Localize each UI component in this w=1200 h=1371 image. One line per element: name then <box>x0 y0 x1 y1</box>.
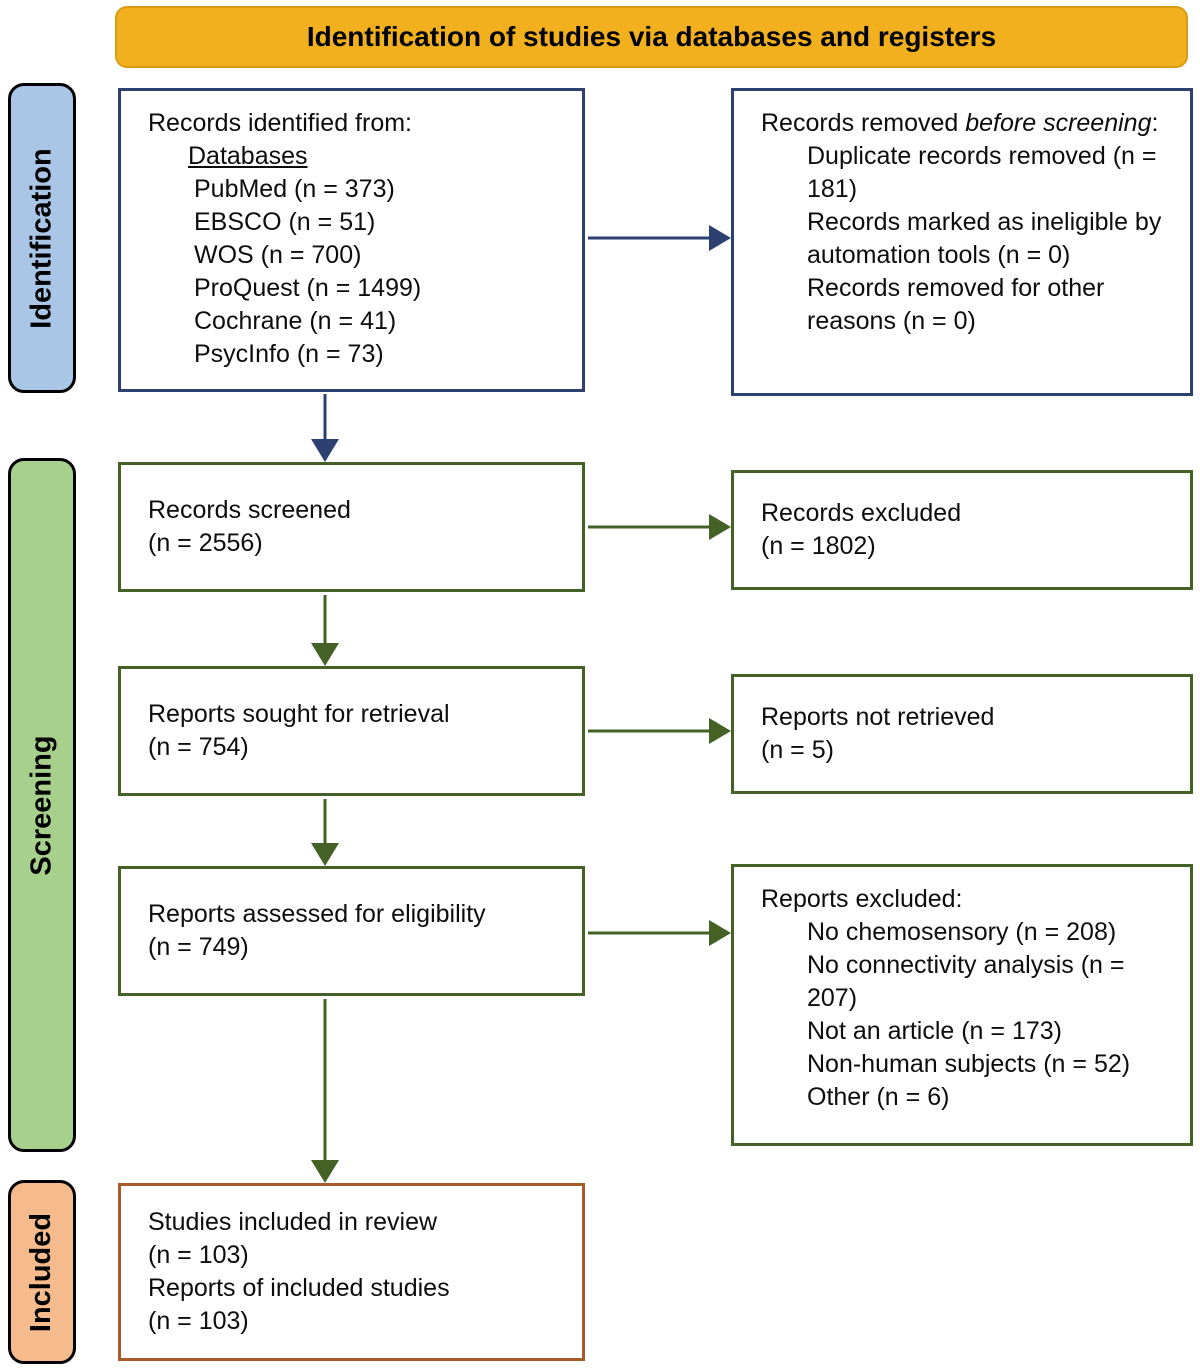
box-line: (n = 2556) <box>148 529 263 557</box>
box-title: Records removed before screening: <box>761 107 1164 140</box>
arrow-stem <box>588 729 711 733</box>
stage-label-identification: Identification <box>8 83 76 393</box>
list-item: No connectivity analysis (n = 207) <box>807 951 1125 1012</box>
list-item: Duplicate records removed (n = 181) <box>807 142 1157 203</box>
arrow-head <box>709 225 731 251</box>
list-item: Records removed for other reasons (n = 0… <box>807 274 1105 335</box>
banner-title: Identification of studies via databases … <box>306 21 997 52</box>
box-reports-sought: Reports sought for retrieval (n = 754) <box>118 666 585 796</box>
box-line: (n = 103) <box>148 1241 249 1269</box>
arrow-stem <box>588 525 711 529</box>
box-group-label: Databases <box>188 142 308 170</box>
arrow-screened-to-excluded-icon <box>588 514 731 540</box>
box-line: Reports sought for retrieval <box>148 700 450 728</box>
stage-label-screening: Screening <box>8 458 76 1152</box>
arrow-head <box>311 643 339 666</box>
list-item: PubMed (n = 373) <box>194 175 395 203</box>
box-records-identified: Records identified from: Databases PubMe… <box>118 88 585 392</box>
box-line: (n = 754) <box>148 733 249 761</box>
box-line: Records screened <box>148 496 351 524</box>
box-records-removed: Records removed before screening: Duplic… <box>731 88 1193 396</box>
arrow-stem <box>323 999 327 1163</box>
arrow-identified-to-removed-icon <box>588 225 731 251</box>
arrow-head <box>311 439 339 462</box>
box-line: (n = 1802) <box>761 532 876 560</box>
box-line: Records excluded <box>761 499 962 527</box>
arrow-screened-to-sought-icon <box>311 595 339 666</box>
box-line: (n = 749) <box>148 933 249 961</box>
box-reports-excluded: Reports excluded: No chemosensory (n = 2… <box>731 864 1193 1146</box>
arrow-stem <box>588 931 711 935</box>
list-item: WOS (n = 700) <box>194 241 362 269</box>
arrow-head <box>709 920 731 946</box>
title-prefix: Records removed <box>761 109 966 137</box>
title-suffix: : <box>1151 109 1159 137</box>
arrow-sought-to-assessed-icon <box>311 799 339 866</box>
list-item: Cochrane (n = 41) <box>194 307 397 335</box>
stage-label-included-text: Included <box>25 1212 58 1332</box>
box-title: Records identified from: <box>148 109 413 137</box>
arrow-stem <box>588 236 711 240</box>
arrow-head <box>311 1160 339 1183</box>
box-records-screened: Records screened (n = 2556) <box>118 462 585 592</box>
title-italic: before screening <box>965 109 1152 137</box>
banner: Identification of studies via databases … <box>115 6 1188 68</box>
list-item: Non-human subjects (n = 52) <box>807 1050 1131 1078</box>
list-item: ProQuest (n = 1499) <box>194 274 422 302</box>
stage-label-identification-text: Identification <box>25 147 58 329</box>
box-reports-not-retrieved: Reports not retrieved (n = 5) <box>731 674 1193 794</box>
box-line: Studies included in review <box>148 1208 438 1236</box>
box-line: Reports of included studies <box>148 1274 450 1302</box>
arrow-assessed-to-included-icon <box>311 999 339 1183</box>
box-line: (n = 5) <box>761 736 834 764</box>
stage-label-included: Included <box>8 1180 76 1364</box>
arrow-stem <box>323 799 327 846</box>
box-title: Reports excluded: <box>761 885 963 913</box>
list-item: Records marked as ineligible by automati… <box>807 208 1162 269</box>
arrow-assessed-to-excluded-icon <box>588 920 731 946</box>
arrow-head <box>709 718 731 744</box>
box-records-excluded: Records excluded (n = 1802) <box>731 470 1193 590</box>
list-item: PsycInfo (n = 73) <box>194 340 384 368</box>
box-line: Reports not retrieved <box>761 703 995 731</box>
arrow-identified-to-screened-icon <box>311 394 339 462</box>
list-item: Not an article (n = 173) <box>807 1017 1062 1045</box>
list-item: No chemosensory (n = 208) <box>807 918 1117 946</box>
arrow-stem <box>323 595 327 646</box>
list-item: Other (n = 6) <box>807 1083 950 1111</box>
arrow-head <box>311 843 339 866</box>
stage-label-screening-text: Screening <box>25 734 58 876</box>
arrow-sought-to-not-retrieved-icon <box>588 718 731 744</box>
box-reports-assessed: Reports assessed for eligibility (n = 74… <box>118 866 585 996</box>
arrow-stem <box>323 394 327 442</box>
box-line: (n = 103) <box>148 1307 249 1335</box>
box-studies-included: Studies included in review (n = 103) Rep… <box>118 1183 585 1361</box>
list-item: EBSCO (n = 51) <box>194 208 376 236</box>
box-line: Reports assessed for eligibility <box>148 900 486 928</box>
arrow-head <box>709 514 731 540</box>
